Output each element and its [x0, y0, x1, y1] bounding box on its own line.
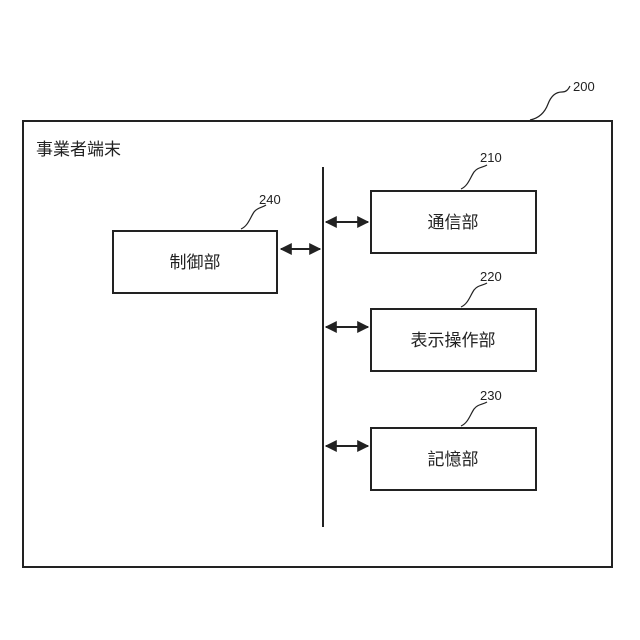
terminal-ref-leader: [530, 86, 570, 120]
control-label: 制御部: [170, 253, 221, 273]
communication-label: 通信部: [428, 213, 479, 233]
terminal-ref: 200: [573, 79, 595, 94]
control-ref: 240: [259, 192, 281, 207]
display-operation-ref: 220: [480, 269, 502, 284]
display-operation-label: 表示操作部: [411, 331, 496, 351]
storage-label: 記憶部: [428, 450, 479, 470]
communication-ref: 210: [480, 150, 502, 165]
terminal-title: 事業者端末: [36, 140, 121, 160]
storage-ref: 230: [480, 388, 502, 403]
